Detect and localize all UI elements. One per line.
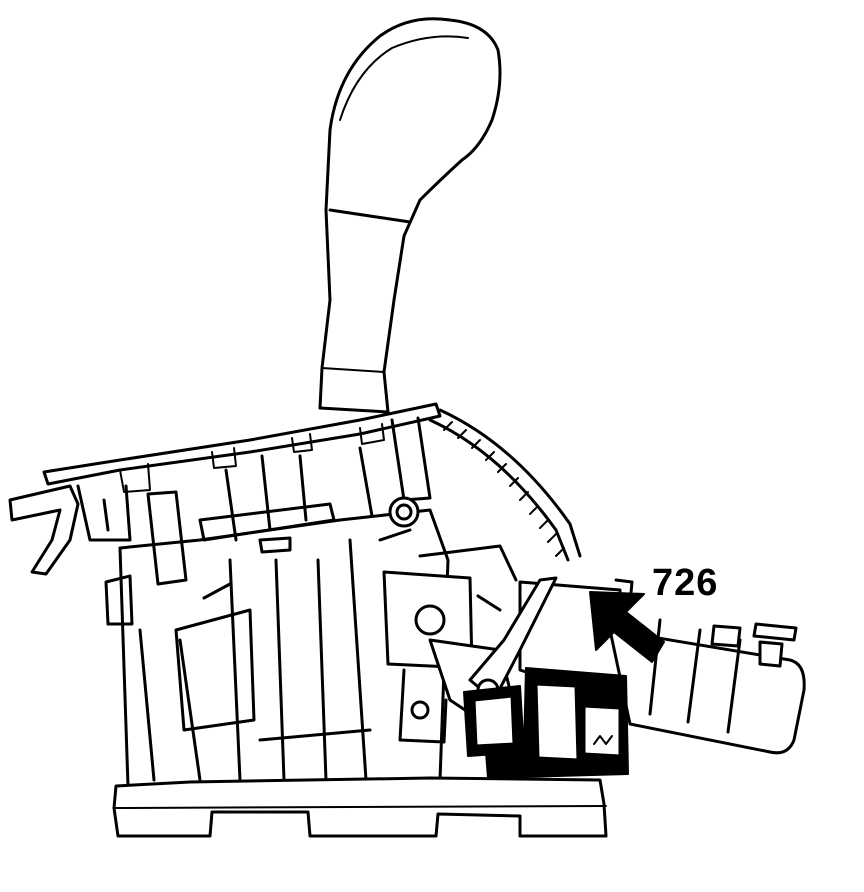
- base-plate: [112, 776, 608, 838]
- detent-arc: [428, 408, 582, 562]
- shift-knob: [318, 17, 502, 414]
- trim-bezel: [42, 402, 442, 493]
- shift-lock-solenoid: [518, 578, 806, 755]
- left-bracket: [8, 484, 132, 576]
- harness-connector: [463, 667, 629, 779]
- shifter-housing: [104, 416, 450, 788]
- callout-arrow: [589, 591, 665, 663]
- callout-label-726: 726: [652, 562, 719, 604]
- pivot-bolt: [388, 496, 420, 528]
